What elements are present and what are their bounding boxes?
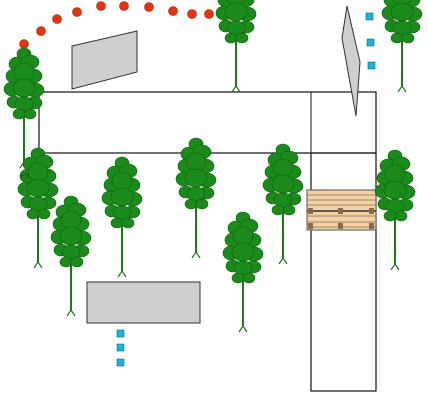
cyan-markers-east xyxy=(365,12,376,70)
red-dot xyxy=(144,2,154,12)
tree-group xyxy=(3,0,423,333)
red-dot xyxy=(168,6,178,16)
grey-slab-northeast xyxy=(341,5,361,117)
tree xyxy=(175,137,217,259)
tree xyxy=(50,195,92,317)
cyan-marker xyxy=(116,329,125,338)
building-lower-outline xyxy=(310,152,377,392)
tree xyxy=(374,149,416,271)
elevation-marker-label: +9 xyxy=(19,172,30,180)
building-upper-outline xyxy=(38,91,377,154)
tree xyxy=(381,0,423,93)
cyan-marker xyxy=(365,12,374,21)
cyan-marker xyxy=(366,38,375,47)
grey-slab-south xyxy=(86,281,201,324)
grey-slab-north xyxy=(71,30,138,90)
red-dot xyxy=(36,26,46,36)
cyan-marker xyxy=(367,61,376,70)
tree xyxy=(101,156,143,278)
cyan-marker xyxy=(116,358,125,367)
tree xyxy=(262,143,304,265)
tree xyxy=(17,147,59,269)
tree xyxy=(222,211,264,333)
wooden-deck xyxy=(306,189,377,231)
red-dot xyxy=(204,9,214,19)
red-dot xyxy=(119,1,129,11)
red-dot xyxy=(96,1,106,11)
red-dot xyxy=(52,14,62,24)
cyan-markers-south xyxy=(116,329,125,367)
red-dot xyxy=(72,7,82,17)
tree xyxy=(215,0,257,93)
red-dot xyxy=(187,9,197,19)
red-dot xyxy=(19,39,29,49)
red-dot-arc xyxy=(19,1,214,49)
cyan-marker xyxy=(116,343,125,352)
